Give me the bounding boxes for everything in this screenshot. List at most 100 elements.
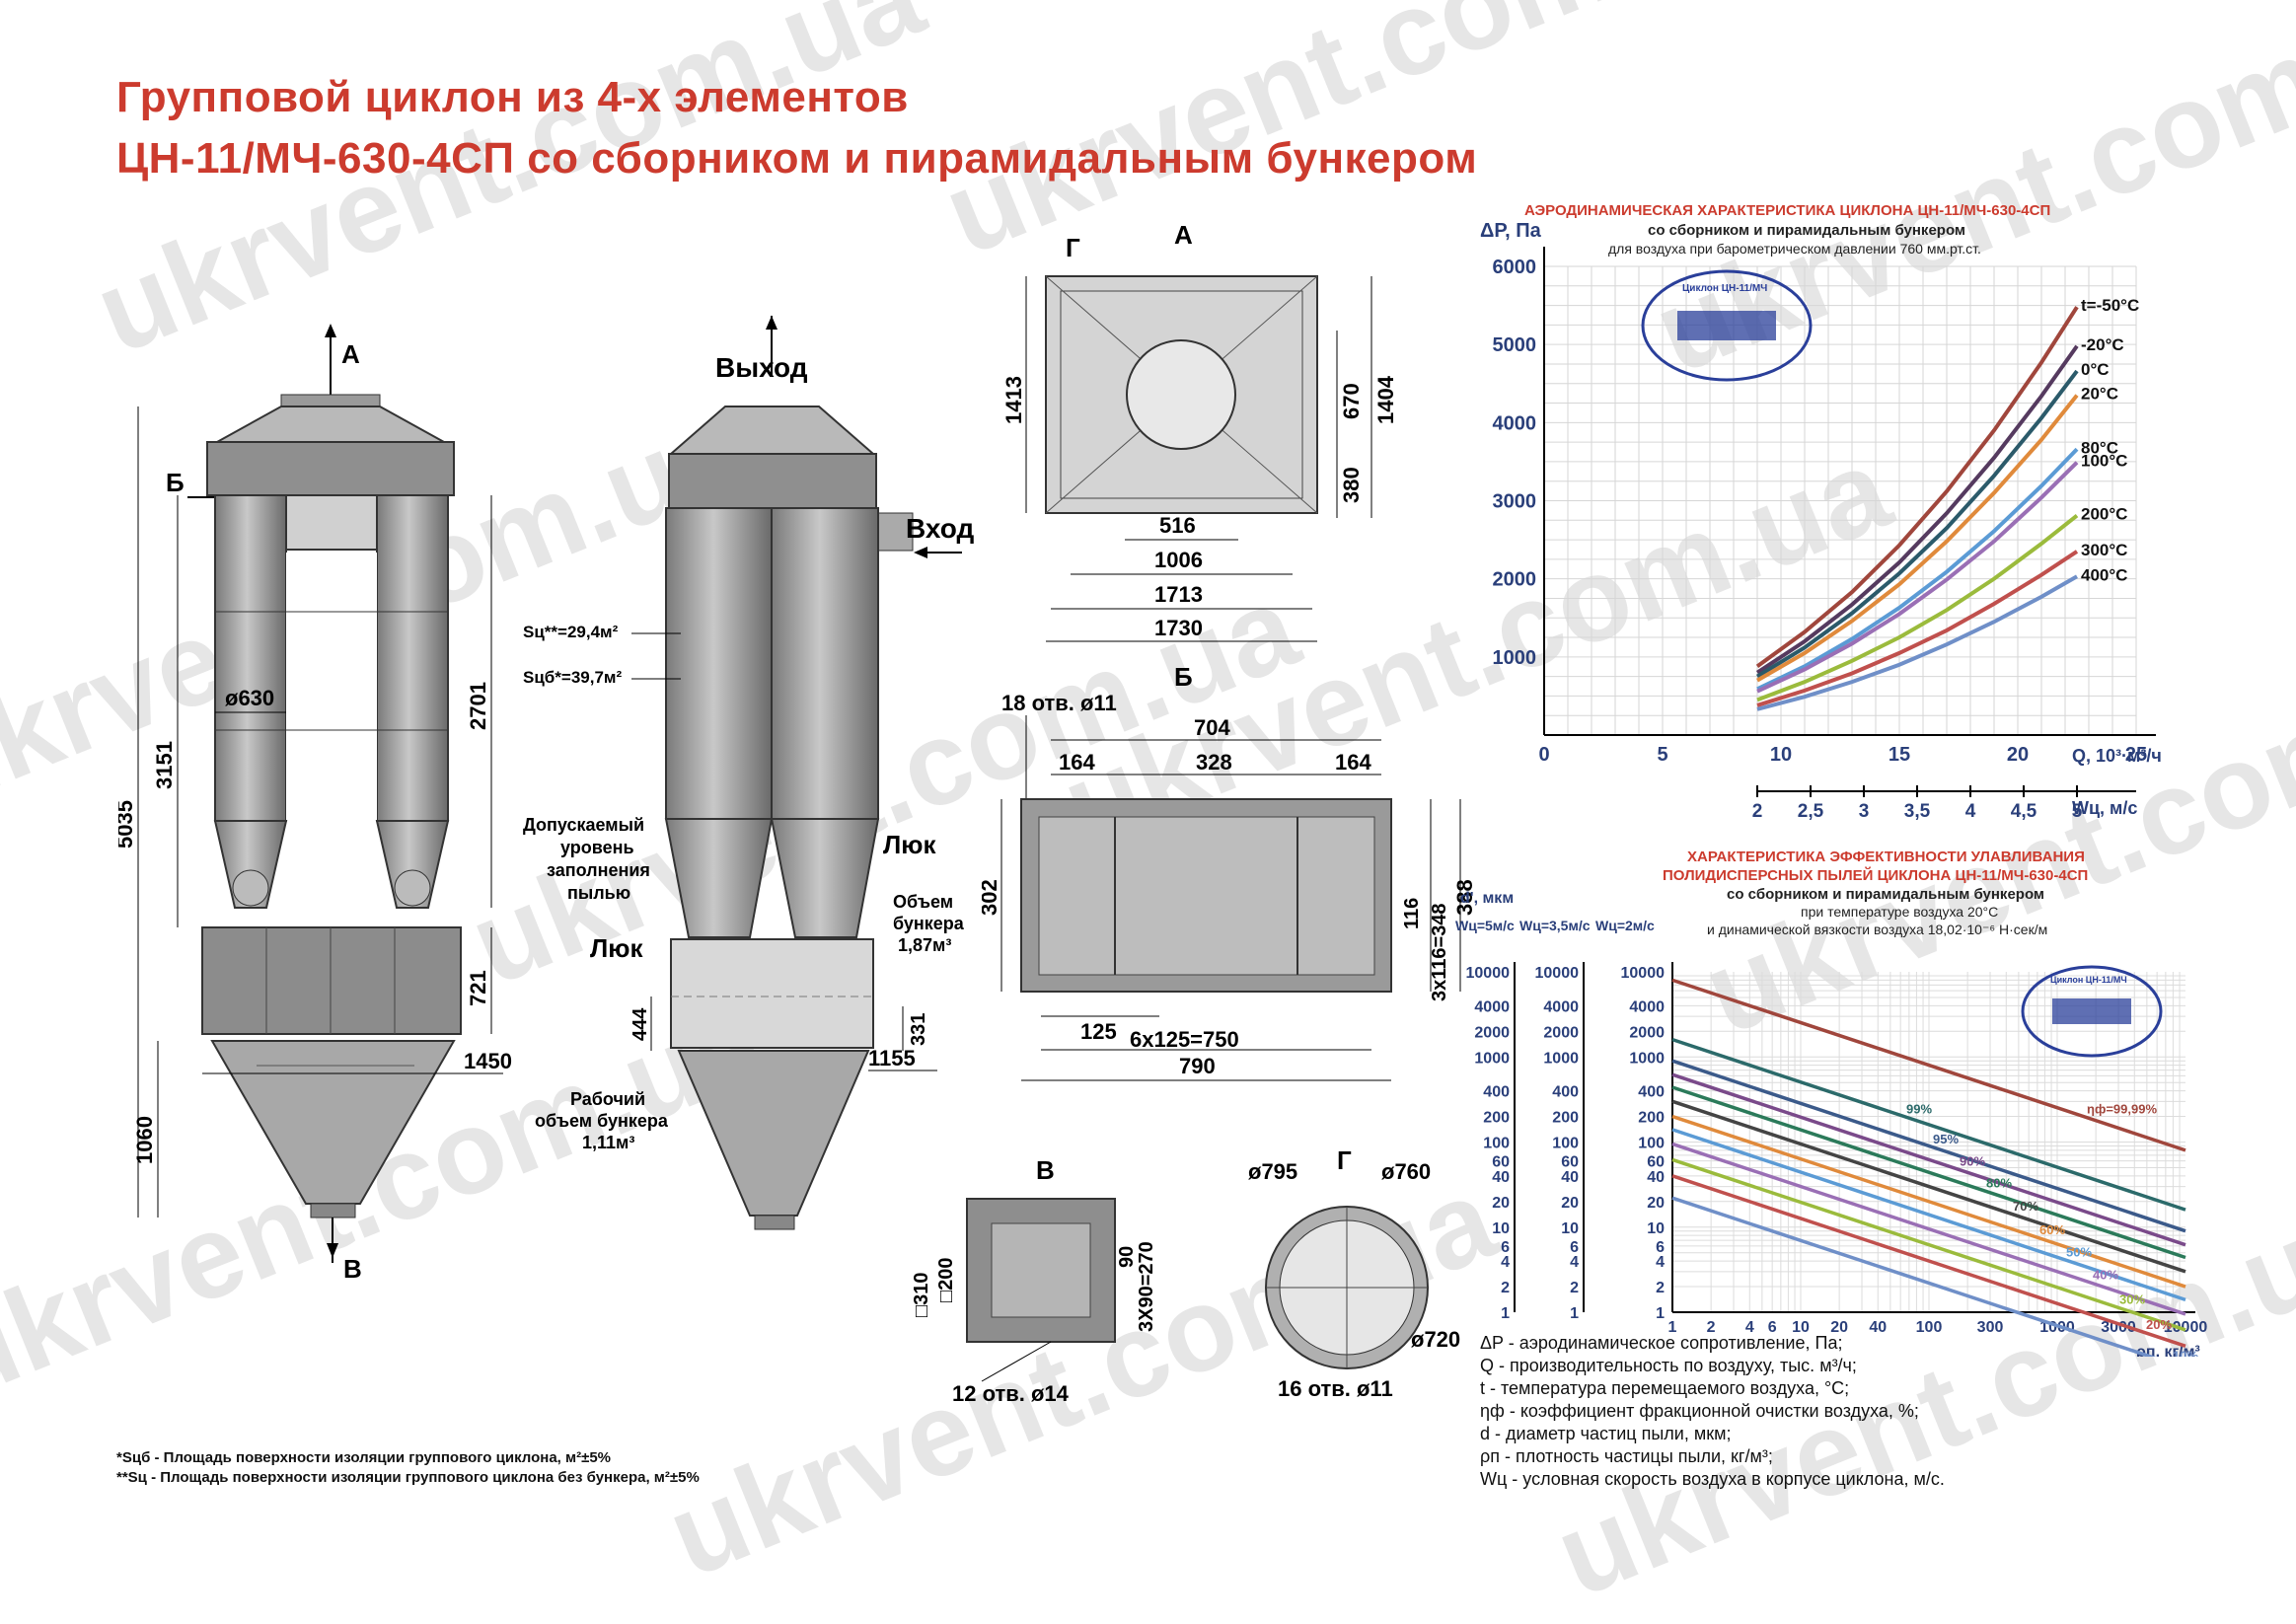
- dim-331: 331: [908, 1013, 929, 1046]
- chart1-x2tick-label: 5: [2072, 801, 2083, 822]
- chart2-series-line: [1671, 1099, 2186, 1274]
- chart2-xtick-label: 4: [1745, 1319, 1754, 1336]
- dim-1413: 1413: [1001, 376, 1026, 424]
- chart2-ytick-label: 400: [1552, 1084, 1579, 1101]
- chart1-x2tick-label: 3: [1859, 801, 1870, 822]
- view-a-label: А: [1174, 222, 1193, 250]
- chart1-series-label: 100°C: [2081, 452, 2127, 471]
- view-a-drawing: А Г 1413 670 1404 380 516 1006 1713 1730: [1001, 222, 1398, 642]
- chart1-xtick-label: 10: [1770, 744, 1792, 766]
- chart2-ytick-label: 20: [1561, 1195, 1579, 1212]
- chart2-ytick-label: 60: [1561, 1154, 1579, 1171]
- chart2-series-label: 80%: [1986, 1175, 2012, 1190]
- chart2-ytick-label: 6: [1501, 1239, 1510, 1256]
- dim-90: 90: [1116, 1246, 1138, 1268]
- chart1-title-1: АЭРОДИНАМИЧЕСКАЯ ХАРАКТЕРИСТИКА ЦИКЛОНА …: [1524, 202, 2050, 219]
- chart1-series-label: 200°C: [2081, 505, 2127, 524]
- chart2-ytick-label: 4000: [1543, 998, 1579, 1015]
- bunker-volume-1: Объем: [893, 892, 953, 912]
- chart1-ytick-label: 5000: [1493, 334, 1537, 356]
- chart1-xtick-label: 20: [2007, 744, 2029, 766]
- s-cb: Sцб*=39,7м²: [523, 668, 622, 687]
- stamp-chart1: Циклон ЦН-11/МЧ: [1641, 269, 1813, 382]
- chart2-ytick-label: 100: [1483, 1136, 1510, 1152]
- chart2-axes: 1112224446661010102020204040406060601001…: [1466, 962, 2207, 1336]
- dim-3x116: 3x116=348: [1429, 903, 1450, 1001]
- dim-3x90: 3X90=270: [1136, 1241, 1154, 1332]
- chart1-series-line: [1756, 513, 2079, 702]
- page-title-line-2: ЦН-11/МЧ-630-4СП со сборником и пирамида…: [116, 134, 1478, 183]
- stamp-top: Циклон ЦН-11/МЧ: [1682, 283, 1767, 294]
- view-b-holes: 18 отв. ø11: [1001, 691, 1117, 715]
- chart2-yaxis-3: Wц=2м/с: [1595, 918, 1655, 933]
- chart2-ytick-label: 4: [1656, 1254, 1665, 1271]
- chart2-ytick-label: 2000: [1543, 1024, 1579, 1041]
- chart1-series-label: 300°C: [2081, 541, 2127, 559]
- dim-total: 5035: [118, 800, 137, 849]
- label-b: Б: [166, 468, 185, 497]
- dim-1006: 1006: [1154, 548, 1203, 572]
- chart1-series-line: [1755, 306, 2079, 668]
- chart1-grid: [1543, 265, 2137, 736]
- work-volume-1: Рабочий: [570, 1089, 645, 1109]
- dim-328: 328: [1196, 750, 1232, 775]
- chart2-ytick-label: 2000: [1474, 1024, 1510, 1041]
- dim-516: 516: [1159, 513, 1196, 538]
- chart2-series-label: 20%: [2146, 1317, 2172, 1332]
- legend-item: Q - производительность по воздуху, тыс. …: [1480, 1356, 1857, 1375]
- chart2-ytick-label: 2: [1570, 1280, 1579, 1296]
- chart2-ytick-label: 1000: [1543, 1050, 1579, 1067]
- level-label-1: Допускаемый: [523, 815, 644, 835]
- chart1-ylabel: ΔP, Па: [1480, 220, 1542, 242]
- chart2-series-label: ηф=99,99%: [2087, 1102, 2157, 1117]
- chart2-ytick-label: 10000: [1621, 965, 1666, 982]
- legend-item: ΔP - аэродинамическое сопротивление, Па;: [1480, 1333, 1843, 1353]
- level-label-4: пылью: [567, 883, 630, 903]
- chart2-ytick-label: 6: [1570, 1239, 1579, 1256]
- hatch-right-label: Люк: [883, 830, 936, 859]
- chart2-ytick-label: 40: [1647, 1169, 1665, 1186]
- bunker-volume-3: 1,87м³: [898, 935, 951, 955]
- page-title-line-1: Групповой циклон из 4-х элементов: [116, 73, 909, 121]
- chart1-x2tick-label: 2,5: [1798, 801, 1824, 822]
- chart1-x2tick-label: 2: [1752, 801, 1763, 822]
- dim-sq310: □310: [911, 1273, 932, 1317]
- chart2-series-line: [1671, 1157, 2186, 1332]
- stamp-top-2: Циклон ЦН-11/МЧ: [2050, 975, 2127, 985]
- inlet-label: Вход: [906, 513, 974, 544]
- legend-item: ηф - коэффициент фракционной очистки воз…: [1480, 1401, 1919, 1421]
- chart2-series-line: [1671, 1037, 2186, 1212]
- chart1-ytick-label: 3000: [1493, 491, 1537, 513]
- chart2-title-1: ХАРАКТЕРИСТИКА ЭФФЕКТИВНОСТИ УЛАВЛИВАНИЯ: [1687, 849, 2085, 865]
- chart1-series-label: 0°C: [2081, 360, 2110, 379]
- chart2-ytick-label: 1: [1656, 1305, 1665, 1322]
- dim-1155: 1155: [868, 1046, 916, 1070]
- chart2-ytick-label: 200: [1552, 1110, 1579, 1127]
- label-v: В: [343, 1254, 362, 1284]
- chart1-ytick-label: 6000: [1493, 257, 1537, 278]
- chart2-ytick-label: 60: [1647, 1154, 1665, 1171]
- side-view-drawing: А Б ø630 В 5035: [118, 324, 512, 1284]
- chart1-series-label: 400°C: [2081, 565, 2127, 584]
- chart2-xtick-label: 20: [1830, 1319, 1848, 1336]
- chart2-series-line: [1671, 1114, 2186, 1289]
- dim-116: 116: [1401, 898, 1423, 929]
- chart2-series-line: [1671, 1174, 2186, 1348]
- dim-704: 704: [1194, 715, 1230, 740]
- chart1-xtick-label: 0: [1538, 744, 1549, 766]
- bunker-volume-2: бункера: [893, 914, 965, 933]
- legend-item: ρп - плотность частицы пыли, кг/м³;: [1480, 1446, 1773, 1466]
- chart2-series-line: [1671, 1142, 2186, 1316]
- chart1-ytick-label: 2000: [1493, 569, 1537, 591]
- aerodynamic-chart: АЭРОДИНАМИЧЕСКАЯ ХАРАКТЕРИСТИКА ЦИКЛОНА …: [1480, 202, 2162, 822]
- chart1-series-label: 20°C: [2081, 385, 2118, 404]
- dim-444: 444: [630, 1007, 651, 1041]
- chart2-ytick-label: 40: [1492, 1169, 1510, 1186]
- dim-1404: 1404: [1373, 375, 1398, 424]
- chart1-series-label: t=-50°C: [2081, 296, 2139, 315]
- chart2-series-label: 40%: [2093, 1268, 2118, 1283]
- hatch-left-label: Люк: [590, 933, 643, 963]
- chart2-ytick-label: 20: [1647, 1195, 1665, 1212]
